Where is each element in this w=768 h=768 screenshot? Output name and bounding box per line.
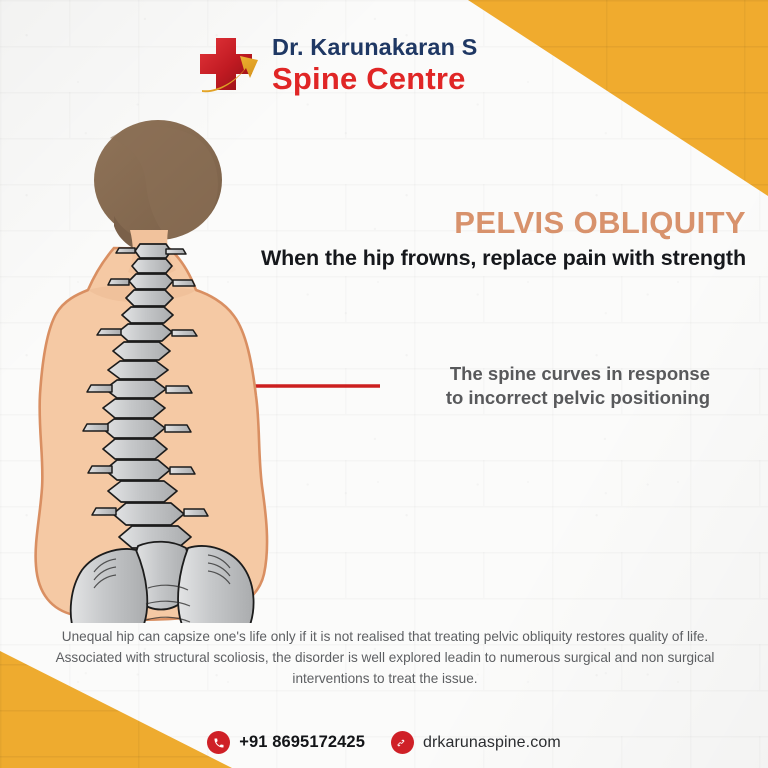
contact-footer: +91 8695172425 drkarunaspine.com (0, 731, 768, 754)
link-icon (390, 731, 414, 754)
page-title: PELVIS OBLIQUITY (454, 205, 746, 240)
spine-pelvis-illustration (18, 118, 308, 623)
clinic-name: Spine Centre (272, 60, 466, 96)
medical-cross-swoosh-icon (200, 38, 258, 93)
headline-block: PELVIS OBLIQUITY When the hip frowns, re… (216, 205, 746, 271)
page-subtitle: When the hip frowns, replace pain with s… (260, 246, 746, 271)
phone-contact[interactable]: +91 8695172425 (207, 731, 365, 754)
phone-number: +91 8695172425 (239, 733, 365, 751)
anatomy-svg (34, 120, 269, 623)
brand-logo[interactable]: Dr. Karunakaran S Spine Centre (196, 34, 477, 96)
website-contact[interactable]: drkarunaspine.com (390, 731, 561, 754)
callout-annotation: The spine curves in response to incorrec… (170, 362, 710, 411)
doctor-name: Dr. Karunakaran S (272, 34, 478, 61)
callout-text: The spine curves in response to incorrec… (445, 363, 710, 409)
phone-icon (207, 731, 231, 754)
body-paragraph: Unequal hip can capsize one's life only … (55, 629, 715, 687)
brand-text: Dr. Karunakaran S Spine Centre (272, 36, 477, 94)
website-url: drkarunaspine.com (422, 733, 561, 751)
